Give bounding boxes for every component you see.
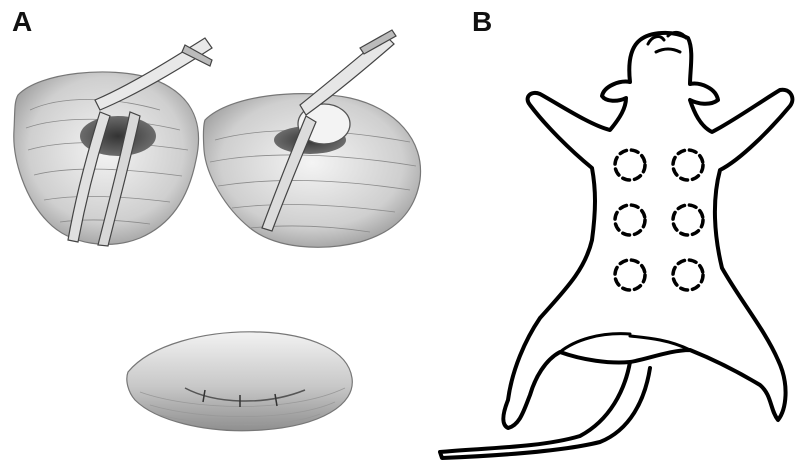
incision-opening-illustration <box>14 38 212 246</box>
implant-site-marker <box>673 205 703 235</box>
closed-skin <box>127 332 352 431</box>
implant-site-marker <box>615 150 645 180</box>
implant-insertion-illustration <box>203 30 420 247</box>
implant-site-marker <box>615 205 645 235</box>
implant-site-marker <box>615 260 645 290</box>
sutured-incision-illustration <box>127 332 352 431</box>
panel-b-rat-diagram <box>440 32 792 458</box>
rat-tail <box>440 362 650 458</box>
implant-site-marker <box>673 260 703 290</box>
implant-site-marker <box>673 150 703 180</box>
implant-sites <box>615 150 703 290</box>
panel-a-illustrations <box>14 30 421 431</box>
rat-hindleg-crease <box>560 334 690 352</box>
